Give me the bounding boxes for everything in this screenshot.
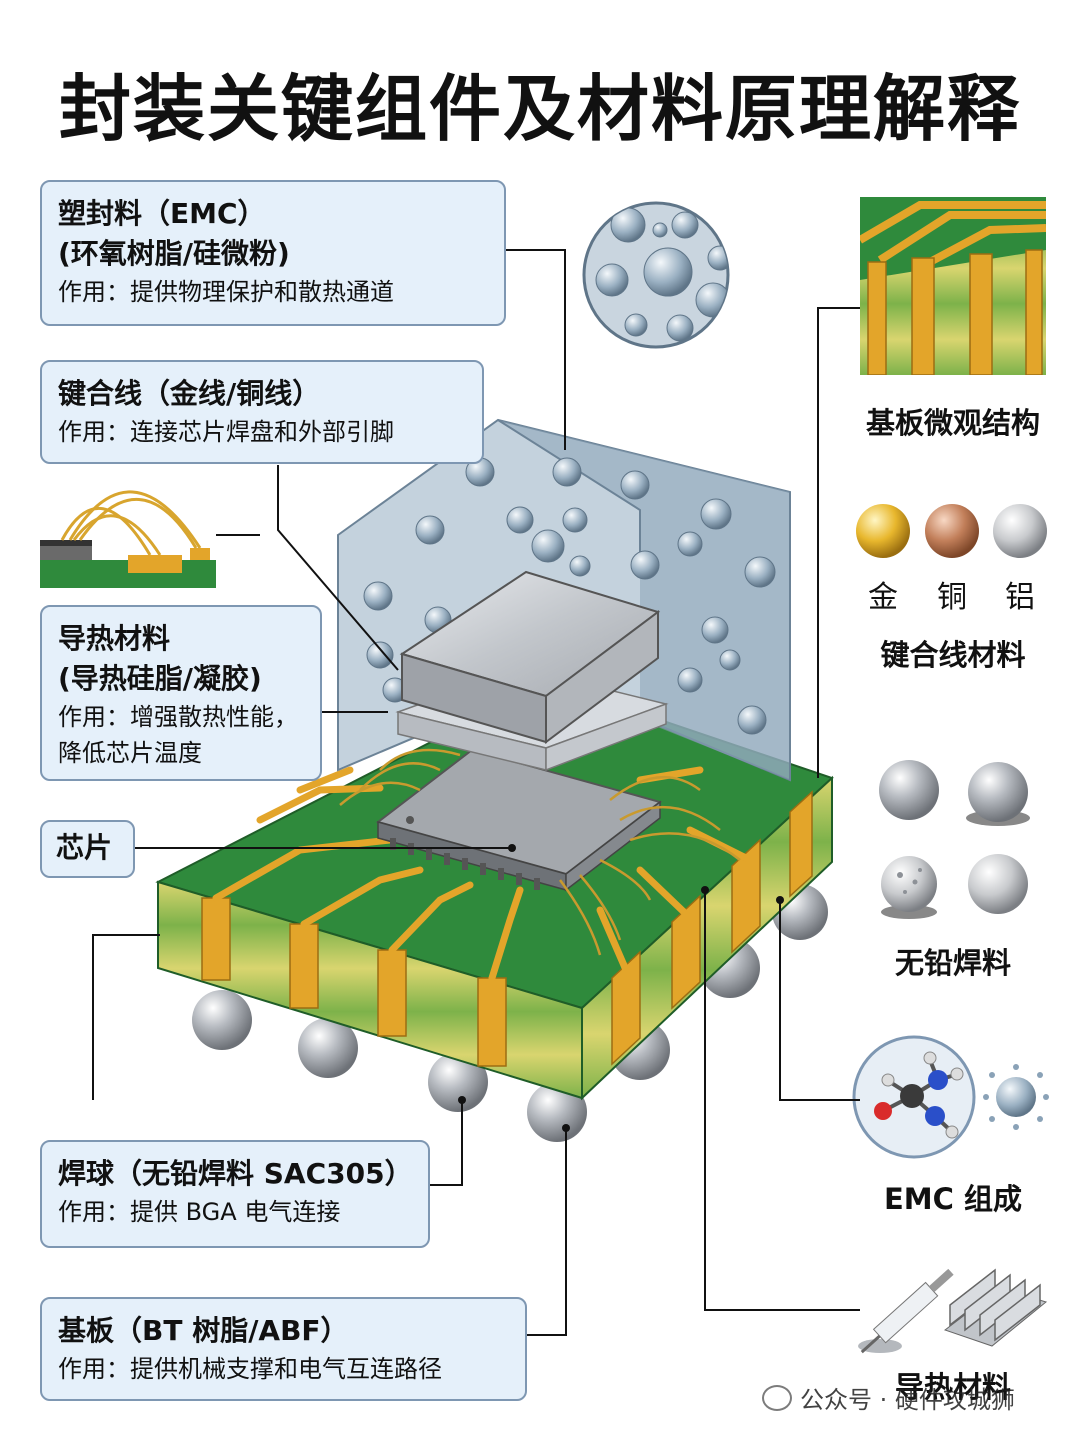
thermal-desc: 作用：增强散热性能， (58, 703, 298, 731)
page-title: 封装关键组件及材料原理解释 (58, 67, 1021, 151)
leader-lines (92, 249, 860, 1336)
emc-composition: (环氧树脂/硅微粉) (58, 237, 290, 270)
label-copper: 铜 (937, 580, 967, 615)
callout-thermal: 导热材料 (导热硅脂/凝胶) 作用：增强散热性能， 降低芯片温度 (40, 605, 322, 781)
label-emc-composition: EMC 组成 (883, 1182, 1023, 1216)
thermal-desc-2: 降低芯片温度 (58, 739, 202, 767)
substrate-title: 基板（BT 树脂/ABF） (58, 1314, 349, 1347)
bond-wire-desc: 作用：连接芯片焊盘和外部引脚 (58, 418, 394, 446)
substrate-micro-image (860, 197, 1046, 375)
emc-micro-circle (582, 201, 730, 349)
wechat-icon (762, 1384, 792, 1411)
callout-substrate: 基板（BT 树脂/ABF） 作用：提供机械支撑和电气互连路径 (40, 1297, 527, 1401)
label-aluminum: 铝 (1005, 580, 1035, 615)
label-thermal-material: 导热材料 (894, 1370, 1011, 1404)
copper-sphere (925, 504, 979, 558)
substrate-desc: 作用：提供机械支撑和电气互连路径 (58, 1355, 442, 1383)
callout-bond-wire: 键合线（金线/铜线） 作用：连接芯片焊盘和外部引脚 (40, 360, 484, 464)
callout-solder-ball: 焊球（无铅焊料 SAC305） 作用：提供 BGA 电气连接 (40, 1140, 430, 1248)
thermal-title: 导热材料 (58, 622, 171, 655)
thermal-composition: (导热硅脂/凝胶) (58, 662, 262, 695)
heat-spreader (399, 570, 661, 744)
gold-sphere (856, 504, 910, 558)
bond-wires (339, 748, 741, 956)
watermark-text: 公众号 · 硬件攻城狮 (800, 1386, 1015, 1414)
chip-title: 芯片 (56, 831, 113, 864)
callout-chip: 芯片 (40, 820, 135, 878)
label-substrate-micro: 基板微观结构 (865, 406, 1040, 440)
thermal-material-image (858, 1268, 1048, 1354)
solder-ball-desc: 作用：提供 BGA 电气连接 (58, 1198, 341, 1226)
bond-wire-inset (40, 490, 216, 588)
aluminum-sphere (993, 504, 1047, 558)
chip (375, 748, 663, 892)
solder-shapes (879, 760, 1030, 919)
solder-ball-title: 焊球（无铅焊料 SAC305） (58, 1157, 413, 1190)
emc-molecule (852, 1035, 1049, 1159)
bond-wire-title: 键合线（金线/铜线） (58, 377, 321, 410)
watermark: 公众号 · 硬件攻城狮 (762, 1380, 1015, 1415)
wire-metal-spheres (856, 504, 1047, 558)
label-lead-free-solder: 无铅焊料 (894, 946, 1011, 980)
silica-particle (983, 1064, 1049, 1130)
emc-desc: 作用：提供物理保护和散热通道 (58, 278, 394, 306)
emc-title: 塑封料（EMC） (58, 197, 266, 230)
label-wire-materials: 键合线材料 (880, 638, 1026, 672)
callout-emc: 塑封料（EMC） (环氧树脂/硅微粉) 作用：提供物理保护和散热通道 (40, 180, 506, 326)
label-gold: 金 (868, 580, 898, 615)
